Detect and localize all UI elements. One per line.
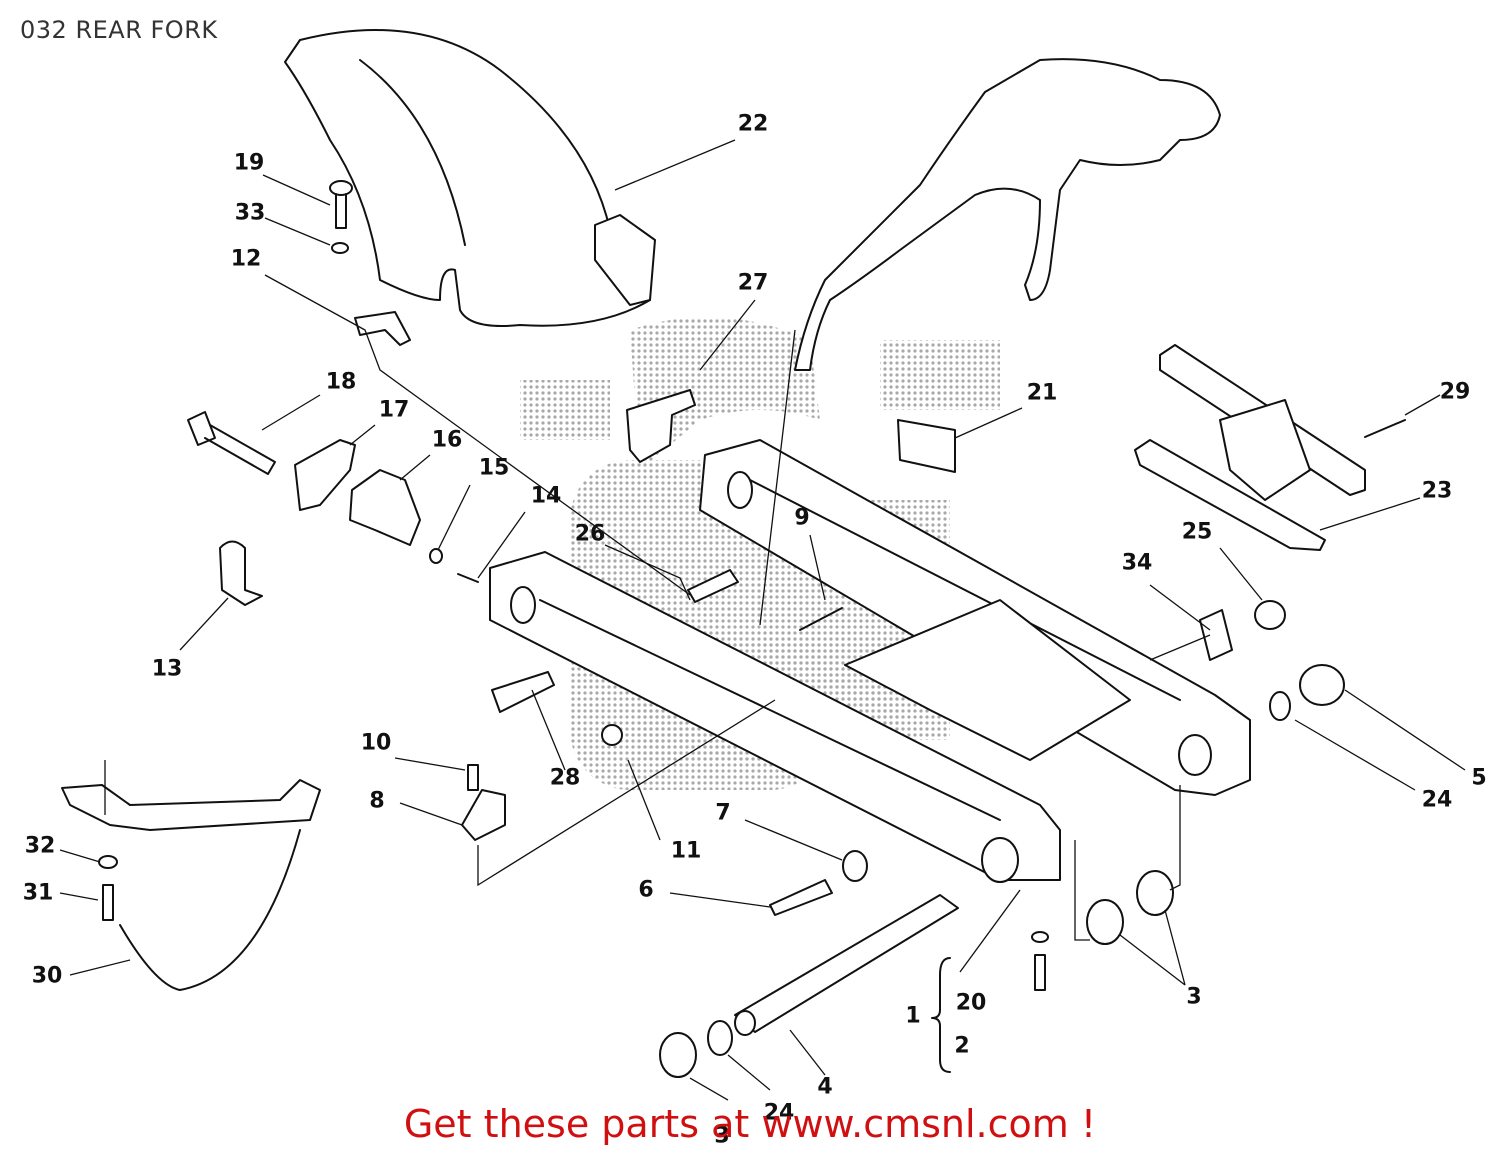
callout-25: 25	[1181, 519, 1213, 545]
callout-7: 7	[715, 800, 731, 826]
clamp-8	[461, 789, 506, 841]
rear-mudguard	[284, 29, 656, 327]
bolt-28	[491, 671, 555, 713]
callout-2: 2	[954, 1033, 970, 1059]
callout-27: 27	[737, 270, 769, 296]
callout-11: 11	[670, 838, 702, 864]
callout-9: 9	[794, 505, 810, 531]
bolt-10	[467, 764, 479, 791]
screw-31	[102, 884, 114, 921]
spindle-4	[734, 894, 959, 1036]
callout-12: 12	[230, 246, 262, 272]
screw-14	[457, 573, 479, 583]
callout-24-right: 24	[1421, 787, 1453, 813]
callout-34: 34	[1121, 550, 1153, 576]
callout-10: 10	[360, 730, 392, 756]
screw-2	[1034, 954, 1046, 991]
hugger-30	[61, 779, 321, 991]
callout-21: 21	[1026, 380, 1058, 406]
group-brace	[931, 957, 951, 1073]
callout-13: 13	[151, 656, 183, 682]
screw-9	[799, 607, 843, 631]
washer-3a	[1086, 899, 1124, 945]
callout-16: 16	[431, 427, 463, 453]
circlip-24b	[1269, 691, 1291, 721]
callout-5: 5	[1471, 765, 1487, 791]
pad-21	[897, 419, 956, 473]
nut-11	[601, 724, 623, 746]
bolt-6	[769, 879, 833, 916]
washer-7	[842, 850, 868, 882]
callout-15: 15	[478, 455, 510, 481]
callout-17: 17	[378, 397, 410, 423]
bush-5	[1299, 664, 1345, 706]
callout-4: 4	[817, 1074, 833, 1100]
page-title: 032 REAR FORK	[20, 16, 218, 44]
callout-8: 8	[369, 788, 385, 814]
washer-3b	[1136, 870, 1174, 916]
callout-1: 1	[905, 1003, 921, 1029]
clip-34	[1199, 609, 1233, 661]
callout-6: 6	[638, 877, 654, 903]
screw-29	[1364, 419, 1406, 438]
callout-29: 29	[1439, 379, 1471, 405]
callout-20: 20	[955, 990, 987, 1016]
callout-24-bottom: 24	[763, 1100, 795, 1126]
brake-torque-arm	[794, 58, 1221, 371]
callout-3-right: 3	[1186, 984, 1202, 1010]
washer-32	[98, 855, 118, 869]
plate-17	[294, 439, 356, 511]
washer-15	[429, 548, 443, 564]
cap-3	[659, 1032, 697, 1078]
screw-19	[329, 180, 353, 254]
bracket-13	[219, 540, 263, 606]
promo-link[interactable]: www.cmsnl.com	[761, 1102, 1069, 1146]
promo-prefix: Get these parts at	[403, 1102, 750, 1146]
washer-20	[1031, 931, 1049, 943]
circlip-24	[707, 1020, 733, 1056]
callout-33: 33	[234, 200, 266, 226]
callout-23: 23	[1421, 478, 1453, 504]
callout-22: 22	[737, 111, 769, 137]
swingarm	[489, 439, 1251, 883]
promo-suffix: !	[1080, 1102, 1097, 1146]
bolt-18	[187, 411, 276, 475]
callout-18: 18	[325, 369, 357, 395]
callout-26: 26	[574, 521, 606, 547]
callout-3-bottom: 3	[714, 1123, 730, 1149]
mudguard-clip	[354, 311, 411, 346]
nut-25	[1254, 600, 1286, 630]
screw-26	[687, 569, 739, 603]
chain-slider-23	[1134, 344, 1366, 551]
callout-28: 28	[549, 765, 581, 791]
callout-32: 32	[24, 833, 56, 859]
callout-31: 31	[22, 880, 54, 906]
callout-19: 19	[233, 150, 265, 176]
bracket-27	[626, 389, 696, 463]
adjuster-16	[349, 469, 421, 546]
callout-14: 14	[530, 483, 562, 509]
promo-banner: Get these parts at www.cmsnl.com !	[0, 1102, 1500, 1146]
leader-lines	[59, 139, 1466, 1101]
callout-30: 30	[31, 963, 63, 989]
